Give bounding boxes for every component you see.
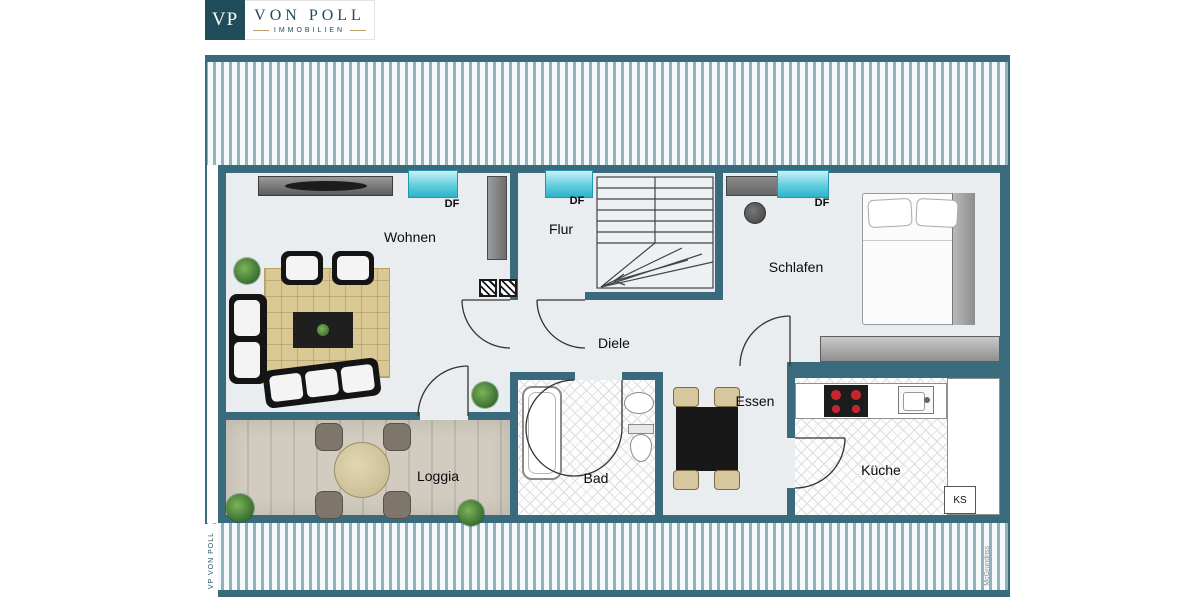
bed-blanket-line [863, 240, 974, 241]
pillow-1 [867, 197, 913, 229]
logo-text-box: VON POLL IMMOBILIEN [245, 0, 375, 40]
tv-screen [285, 181, 367, 191]
logo-name: VON POLL [254, 6, 365, 24]
schlafen-desk-chair [744, 202, 766, 224]
chaise-cushion-3 [340, 363, 376, 394]
wall-kueche-left-upper [787, 378, 795, 438]
fridge-box: KS [944, 486, 976, 514]
dining-chair-3 [673, 470, 699, 490]
fridge-label: KS [953, 494, 967, 506]
wall-kueche-left-lower [787, 488, 795, 515]
chaise-cushion-2 [304, 368, 340, 398]
room-label-wohnen: Wohnen [384, 229, 436, 245]
plant-loggia-left [226, 494, 254, 522]
logo-rule-left [252, 29, 269, 31]
skylight-label-schlafen: DF [814, 197, 830, 209]
loggia-chair-se [383, 491, 411, 519]
bathtub [522, 386, 562, 480]
room-label-schlafen: Schlafen [768, 259, 824, 275]
armchair-1-seat [286, 256, 318, 280]
kitchen-sink [898, 386, 934, 414]
loggia-round-table [334, 442, 390, 498]
logo-monogram: VP [205, 0, 245, 40]
roof-ridge-bottom [205, 590, 1010, 597]
wall-loggia-top-left [226, 412, 420, 420]
room-label-bad: Bad [583, 470, 609, 486]
dining-chair-2 [714, 387, 740, 407]
roof-slope-top [205, 62, 1010, 165]
chimney-shaft-left [479, 279, 497, 297]
dining-chair-1 [673, 387, 699, 407]
room-label-flur: Flur [548, 221, 574, 237]
bathtub-basin [528, 392, 556, 474]
armchair-2 [332, 251, 374, 285]
loggia-chair-nw [315, 423, 343, 451]
armchair-1 [281, 251, 323, 285]
wall-loggia-top-right [468, 412, 518, 420]
wall-flur-schlafen [715, 173, 723, 300]
chimney-shaft-right [499, 279, 517, 297]
kitchen-faucet [924, 397, 930, 403]
wall-stairs-bottom [585, 292, 723, 300]
logo-subtitle: IMMOBILIEN [273, 26, 346, 34]
chaise-cushion-1 [268, 372, 304, 403]
room-label-essen: Essen [735, 393, 775, 409]
loggia-chair-ne [383, 423, 411, 451]
roof-slope-bottom [205, 523, 1010, 590]
skylight-label-flur: DF [569, 195, 585, 207]
coffee-table [293, 312, 353, 348]
room-label-diele: Diele [598, 335, 630, 351]
wall-bad-top-right [622, 372, 663, 380]
watermark-credit-vertical: McGrundriss [981, 538, 993, 593]
flur-cabinet [487, 176, 507, 260]
roof-ridge-top [205, 55, 1010, 62]
skylight-label-wohnen: DF [444, 198, 460, 210]
plant-wohnen [234, 258, 260, 284]
wall-bad-essen [655, 372, 663, 515]
vonpoll-logo: VP VON POLL IMMOBILIEN [205, 0, 375, 40]
plant-loggia-right [458, 500, 484, 526]
wardrobe [820, 336, 1000, 362]
toilet-tank [628, 424, 654, 434]
plant-diele [472, 382, 498, 408]
room-label-loggia: Loggia [416, 468, 460, 484]
logo-rule-right [350, 29, 367, 31]
room-label-kueche: Küche [861, 462, 901, 478]
skylight-window-schlafen [777, 170, 829, 198]
plan-edge-right [1008, 55, 1010, 597]
watermark-credit-text: McGrundriss [983, 545, 991, 586]
bed-runner [952, 193, 975, 325]
wall-bad-top-left [510, 372, 575, 380]
wall-bad-loggia [510, 380, 518, 515]
wall-wohnen-flur [510, 173, 518, 300]
table-plant [317, 324, 329, 336]
toilet-bowl [630, 434, 652, 462]
logo-subtitle-row: IMMOBILIEN [245, 27, 374, 34]
kitchen-sink-basin [903, 392, 925, 411]
skylight-window-flur [545, 170, 593, 198]
sofa-left-cushion-2 [234, 342, 260, 378]
armchair-2-seat [337, 256, 369, 280]
sink [624, 392, 654, 414]
dining-chair-4 [714, 470, 740, 490]
wall-schlafen-kueche [787, 362, 1000, 378]
pillow-2 [915, 197, 959, 229]
skylight-window-wohnen [408, 170, 458, 198]
sofa-left-cushion-1 [234, 300, 260, 336]
dining-table [676, 407, 738, 471]
plan-edge-left [205, 55, 207, 597]
sofa-left [229, 294, 267, 384]
loggia-chair-sw [315, 491, 343, 519]
watermark-vonpoll-vertical: VP VON POLL [205, 524, 218, 598]
stove [824, 385, 868, 417]
watermark-vonpoll-text: VP VON POLL [208, 532, 215, 590]
